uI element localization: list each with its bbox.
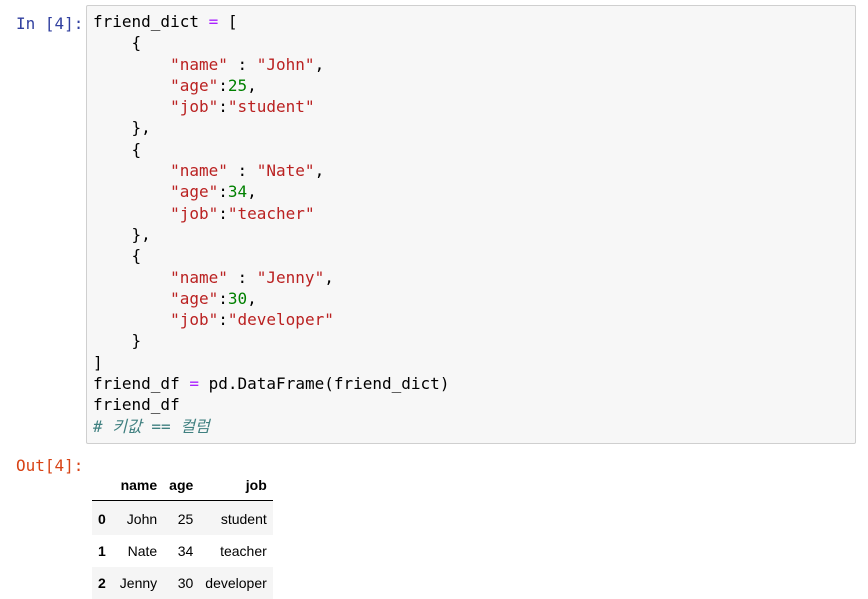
code-key: "job" — [170, 203, 219, 223]
table-cell: 30 — [177, 575, 194, 591]
table-cell: developer — [205, 575, 267, 591]
table-cell: John — [126, 511, 158, 527]
column-header: name — [113, 470, 164, 501]
code-cell-input[interactable]: friend_dict = [ { "name" : "John", "age"… — [86, 5, 856, 444]
table-cell: 25 — [177, 511, 194, 527]
table-cell: teacher — [220, 543, 267, 559]
row-index: 0 — [98, 511, 106, 527]
input-prompt: In [4]: — [16, 14, 84, 33]
table-cell: Jenny — [119, 575, 158, 591]
row-index: 1 — [98, 543, 106, 559]
code-number: 30 — [227, 288, 248, 308]
code-open-bracket: [ — [227, 12, 238, 31]
table-header-row: name age job — [92, 470, 273, 501]
table-row: 1 Nate 34 teacher — [92, 535, 273, 567]
code-var-dict: friend_dict — [93, 12, 199, 31]
table-cell: Nate — [127, 543, 158, 559]
code-string: "Jenny" — [256, 267, 325, 287]
code-string: "developer" — [227, 310, 334, 330]
table-cell: 34 — [177, 543, 194, 559]
code-string: "John" — [256, 54, 315, 74]
code-string: "Nate" — [256, 161, 315, 181]
code-key: "job" — [170, 310, 219, 330]
code-key: "age" — [170, 182, 219, 202]
code-expr: friend_df — [93, 395, 180, 415]
code-key: "job" — [170, 97, 219, 117]
code-editor[interactable]: friend_dict = [ { "name" : "John", "age"… — [93, 12, 450, 436]
code-call: pd.DataFrame(friend_dict) — [208, 374, 450, 394]
code-number: 25 — [227, 75, 248, 95]
index-header — [92, 470, 114, 501]
table-row: 2 Jenny 30 developer — [92, 567, 273, 599]
code-comment: # 키값 == 컬럼 — [93, 416, 210, 436]
code-string: "teacher" — [227, 203, 315, 223]
table-cell: student — [220, 511, 267, 527]
code-operator: = — [208, 12, 219, 31]
output-prompt: Out[4]: — [16, 456, 84, 475]
code-key: "name" — [170, 267, 228, 287]
code-operator: = — [189, 374, 199, 394]
table-row: 0 John 25 student — [92, 500, 273, 535]
code-string: "student" — [227, 97, 315, 117]
dataframe-table: name age job 0 John 25 student 1 Nate 34… — [92, 470, 273, 599]
code-number: 34 — [227, 182, 248, 202]
code-key: "name" — [170, 161, 228, 181]
code-key: "age" — [170, 288, 219, 308]
code-key: "name" — [170, 54, 228, 74]
code-key: "age" — [170, 75, 219, 95]
column-header: job — [199, 470, 273, 501]
cell-output: name age job 0 John 25 student 1 Nate 34… — [92, 470, 273, 599]
code-close-bracket: ] — [93, 352, 103, 372]
column-header: age — [163, 470, 200, 501]
row-index: 2 — [98, 575, 106, 591]
code-var-df: friend_df — [93, 374, 180, 394]
